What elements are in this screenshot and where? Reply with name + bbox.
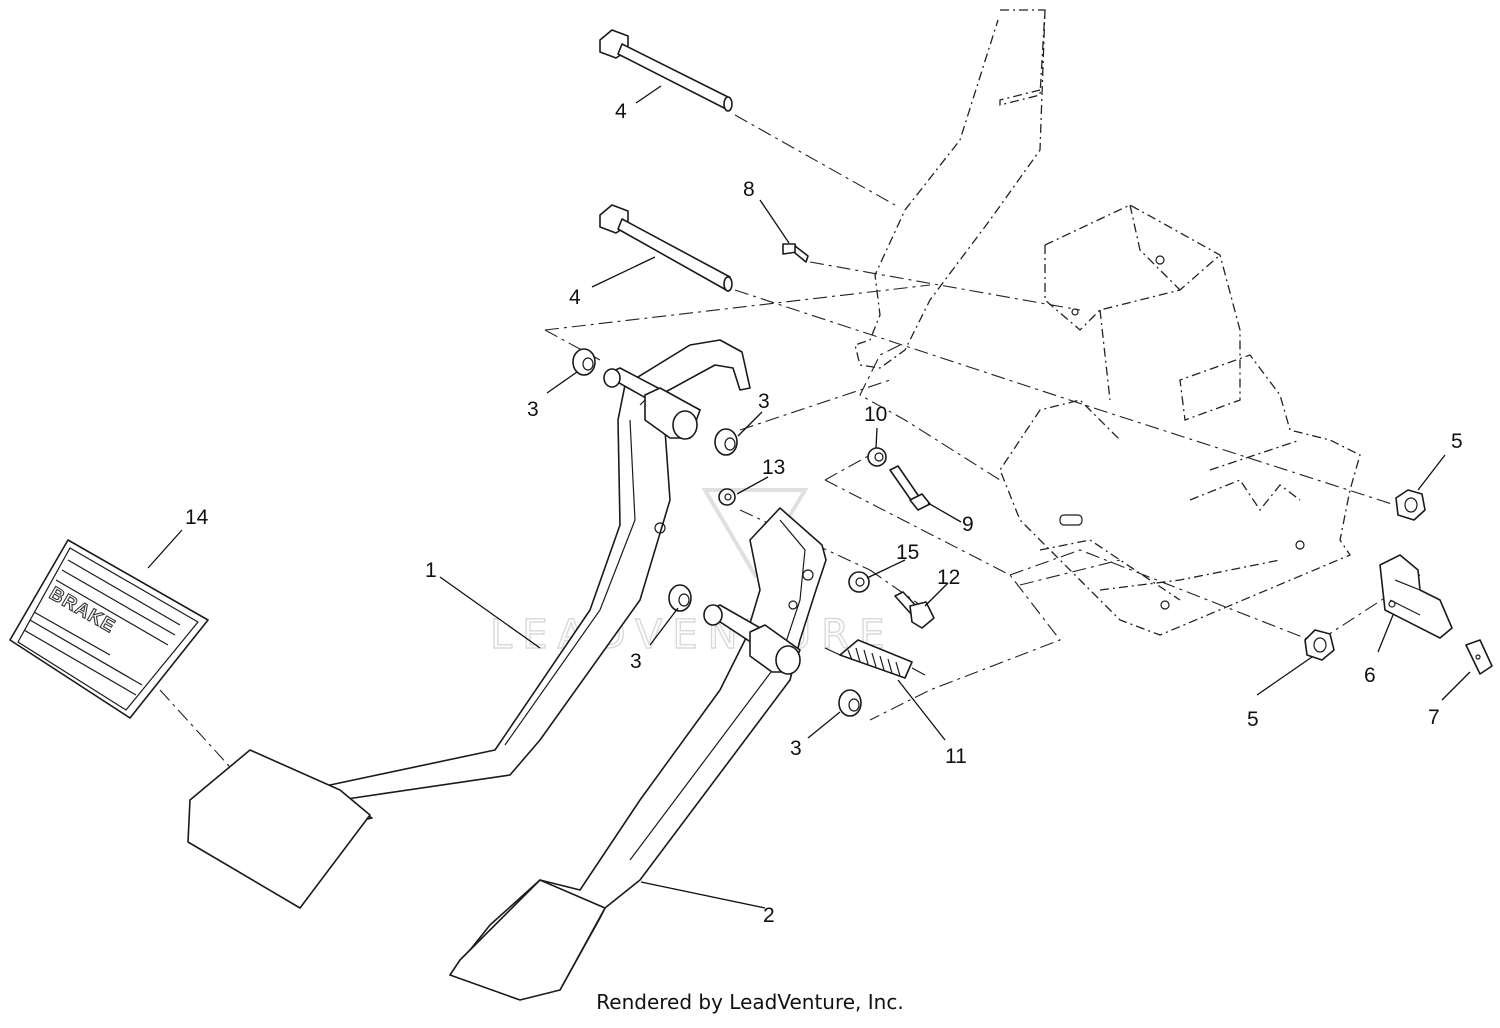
callout-3-c: 3	[630, 650, 642, 673]
part-pedal1-hub	[603, 367, 701, 440]
callouts: 1 2 3 3 3 3 4 4 5 5 6 7 8 9 10 11 12 13 …	[185, 100, 1463, 927]
callout-6: 6	[1364, 664, 1376, 687]
callout-9: 9	[962, 513, 974, 536]
part-bolt-lower	[599, 204, 733, 292]
part-bushing-a	[572, 348, 596, 376]
watermark: LEADVENTURE	[489, 488, 894, 659]
callout-5-a: 5	[1451, 430, 1463, 453]
leaders	[147, 85, 1471, 909]
part-bolt-12	[894, 591, 935, 629]
part-bushing-b	[714, 428, 738, 456]
callout-13: 13	[762, 456, 785, 479]
callout-2: 2	[763, 904, 775, 927]
frame-phantom	[854, 9, 1361, 636]
part-shoulder-bolt	[782, 243, 809, 263]
part-pin-9	[889, 465, 931, 511]
part-bolt-upper	[599, 29, 733, 112]
part-bushing-c	[668, 584, 692, 612]
callout-1: 1	[425, 559, 437, 582]
watermark-text: LEADVENTURE	[490, 612, 894, 658]
part-washer-small	[718, 488, 736, 506]
callout-5-b: 5	[1247, 708, 1259, 731]
part-bushing-d	[838, 689, 862, 717]
part-spring	[824, 639, 926, 679]
callout-10: 10	[864, 403, 887, 426]
part-nut-upper	[1395, 489, 1426, 521]
callout-14: 14	[185, 506, 209, 529]
part-brake-pedal	[187, 339, 751, 909]
callout-11: 11	[945, 745, 967, 768]
part-switch-bracket	[1465, 639, 1493, 675]
callout-15: 15	[896, 541, 919, 564]
part-drive-pedal	[449, 507, 827, 1001]
assembly-lines	[159, 114, 1421, 801]
part-brake-pad: BRAKE	[9, 539, 209, 719]
render-credit: Rendered by LeadVenture, Inc.	[596, 990, 904, 1014]
part-washer-10	[867, 447, 887, 467]
part-brake-switch	[1379, 554, 1453, 639]
callout-8: 8	[743, 178, 755, 201]
part-pedal2-hub	[703, 604, 801, 675]
callout-3-b: 3	[758, 390, 770, 413]
callout-4-b: 4	[569, 286, 581, 309]
callout-4-a: 4	[615, 100, 627, 123]
callout-12: 12	[937, 566, 960, 589]
callout-3-a: 3	[527, 398, 539, 421]
callout-7: 7	[1428, 706, 1440, 729]
part-washer-15	[848, 571, 870, 593]
callout-3-d: 3	[790, 737, 802, 760]
part-nut-lower	[1304, 629, 1335, 661]
